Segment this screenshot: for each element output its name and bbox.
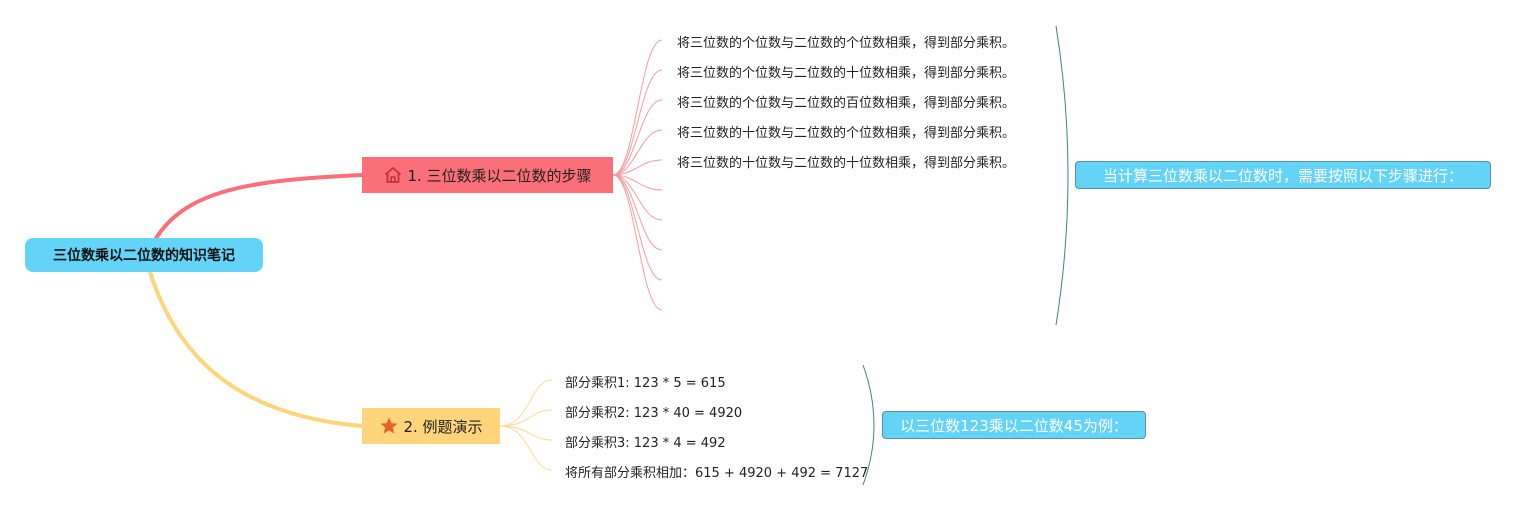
leaf-example-4[interactable]: 将所有部分乘积相加：615 + 4920 + 492 = 7127 [565,466,869,481]
leaf-step-4[interactable]: 将三位数的十位数与二位数的个位数相乘，得到部分乘积。 [677,126,1016,141]
leaf-example-3[interactable]: 部分乘积3: 123 * 4 = 492 [565,436,726,451]
summary-steps-label: 当计算三位数乘以二位数时，需要按照以下步骤进行： [1102,166,1463,185]
leaf-step-3[interactable]: 将三位数的个位数与二位数的百位数相乘，得到部分乘积。 [677,96,1016,111]
leaf-step-2[interactable]: 将三位数的个位数与二位数的十位数相乘，得到部分乘积。 [677,66,1016,81]
summary-bracket-2 [862,364,875,486]
branch-topic-example-label: 2. 例题演示 [403,417,483,436]
star-icon [379,416,399,436]
leaf-example-2[interactable]: 部分乘积2: 123 * 40 = 4920 [565,406,743,421]
leaf-step-5[interactable]: 将三位数的十位数与二位数的十位数相乘，得到部分乘积。 [677,156,1016,171]
branch-topic-steps-label: 1. 三位数乘以二位数的步骤 [407,166,592,185]
root-topic-label: 三位数乘以二位数的知识笔记 [53,248,235,264]
branch-topic-example[interactable]: 2. 例题演示 [362,408,500,444]
summary-example-label: 以三位数123乘以二位数45为例： [900,416,1128,435]
branch-topic-steps[interactable]: 1. 三位数乘以二位数的步骤 [362,157,613,193]
connector-root-branch-1 [153,173,364,242]
connector-root-branch-2 [148,270,364,428]
leaf-step-1[interactable]: 将三位数的个位数与二位数的个位数相乘，得到部分乘积。 [677,36,1016,51]
branch-1-leaf-connectors [612,39,663,311]
summary-bracket-1 [1055,25,1069,326]
root-topic[interactable]: 三位数乘以二位数的知识笔记 [25,238,263,272]
summary-steps[interactable]: 当计算三位数乘以二位数时，需要按照以下步骤进行： [1075,161,1491,189]
leaf-example-1[interactable]: 部分乘积1: 123 * 5 = 615 [565,376,726,391]
summary-example[interactable]: 以三位数123乘以二位数45为例： [882,411,1146,439]
home-icon [383,165,403,185]
branch-2-leaf-connectors [499,379,553,471]
